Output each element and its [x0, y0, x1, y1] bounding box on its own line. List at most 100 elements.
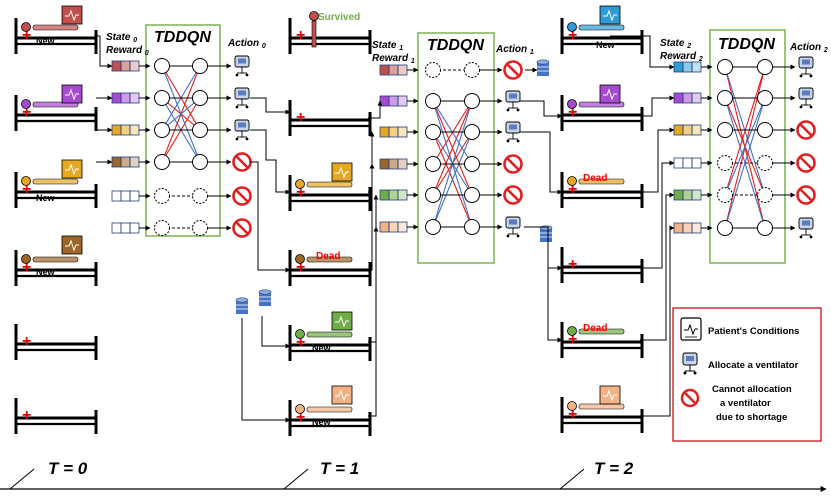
tddqn-network-1: [417, 32, 495, 264]
cannot-legend-icon: [680, 388, 700, 408]
legend-cannot-3: due to shortage: [716, 412, 787, 423]
connector-11: [368, 163, 375, 271]
patient-monitor-3-trace: [65, 239, 79, 252]
ventilator-icon-0-2: [234, 119, 250, 141]
action-label-0: Action: [227, 38, 259, 49]
action-sub-1: 1: [530, 49, 534, 56]
ventilator-icon-2-1-wheel-l: [799, 105, 803, 109]
hospital-bed-6-cross: +: [296, 27, 305, 44]
network-title-2: TDDQN: [718, 36, 775, 53]
state-cell-1-1-0: [379, 95, 390, 107]
hospital-bed-1: +: [14, 95, 98, 131]
conditions-icon: [680, 317, 702, 341]
state-cell-2-5-0: [673, 222, 684, 234]
state-sub-1: 1: [399, 45, 403, 52]
legend: Patient's Conditions Allocate a ventilat…: [672, 307, 822, 442]
action-label-2: Action: [789, 42, 821, 53]
ventilator-icon-2-5: [798, 217, 814, 239]
forbid-icon-1-4: [503, 185, 523, 205]
ventilator-icon-2-0-wheel-r: [809, 74, 813, 78]
new-label-0-0: New: [36, 36, 56, 46]
oxygen-cylinder-2-top: [536, 59, 550, 65]
hospital-bed-16-cross: +: [568, 331, 577, 348]
state-cell-0-3-2: [129, 156, 140, 168]
state-cell-1-0-0: [379, 64, 390, 76]
oxygen-cylinder-2-body: [537, 62, 549, 76]
state-cell-0-1-1: [120, 92, 131, 104]
stage-header-2: State 2 Reward 2 Action 2: [660, 38, 828, 63]
input-node-2-0: [717, 59, 733, 75]
input-node-2-2: [717, 122, 733, 138]
hospital-bed-10-cross: +: [296, 334, 305, 351]
timeline-label-1: T = 1: [320, 459, 359, 478]
ventilator-icon-0-1-screen: [238, 90, 246, 96]
input-node-2-3: [717, 155, 733, 171]
dead-label-1: Dead: [316, 251, 340, 262]
hospital-bed-10-patient-head: [295, 329, 305, 339]
oxygen-cylinder-2: [536, 59, 550, 76]
forbid-icon-2-2: [796, 120, 816, 140]
hospital-bed-2: +: [14, 172, 98, 208]
forbid-icon-0-5-bar: [235, 221, 249, 235]
ventilator-icon-0-1-wheel-r: [245, 105, 249, 109]
hospital-bed-11-patient-head: [295, 404, 305, 414]
state-sub-2: 2: [686, 43, 691, 50]
hospital-bed-12: +: [560, 18, 644, 54]
connector-13: [368, 226, 379, 417]
ventilator-icon-0-1-wheel-l: [235, 105, 239, 109]
svg-text:Reward 0: Reward 0: [106, 45, 149, 57]
forbid-icon-1-0: [503, 60, 523, 80]
state-cell-0-1-2: [129, 92, 140, 104]
state-cell-2-1-1: [682, 92, 693, 104]
state-cell-1-5-1: [388, 221, 399, 233]
ventilator-icon-0-0-wheel-l: [235, 73, 239, 77]
patient-monitor-6-trace: [335, 389, 349, 402]
input-node-2-5: [717, 220, 733, 236]
state-sub-0: 0: [133, 37, 137, 44]
ventilator-icon-2-0: [798, 56, 814, 78]
hospital-bed-8: +: [288, 175, 372, 211]
hospital-bed-4-cross: +: [22, 333, 31, 350]
reward-sub-2: 2: [698, 56, 703, 63]
patient-monitor-3: [61, 235, 83, 255]
state-cell-1-4-0: [379, 189, 390, 201]
hospital-bed-14-patient-body: [578, 178, 625, 185]
input-node-0-4: [154, 188, 170, 204]
svg-text:State 2: State 2: [660, 38, 691, 50]
stage-header-0: State 0 Reward 0 Action 0: [106, 32, 266, 57]
ventilator-icon-2-0-screen: [802, 59, 810, 65]
patient-monitor-7-trace: [603, 9, 617, 22]
forbid-icon-0-4: [232, 186, 252, 206]
ventilator-icon-0-2-wheel-l: [235, 137, 239, 141]
network-title-0: TDDQN: [154, 29, 211, 46]
state-cell-1-3-1: [388, 158, 399, 170]
hospital-bed-2-cross: +: [22, 181, 31, 198]
state-cell-2-4-1: [682, 189, 693, 201]
forbid-icon-2-2-bar: [799, 123, 813, 137]
ventilator-icon-1-5: [505, 216, 521, 238]
hospital-bed-4: +: [14, 324, 98, 360]
input-node-1-1: [425, 93, 441, 109]
state-cell-0-4-1: [120, 190, 131, 202]
output-node-2-3: [757, 155, 773, 171]
input-node-0-3: [154, 154, 170, 170]
state-cell-0-5-0: [111, 222, 122, 234]
state-label-0: State: [106, 32, 131, 43]
state-cell-0-3-1: [120, 156, 131, 168]
hospital-bed-13-patient-head: [567, 99, 577, 109]
hospital-bed-13-cross: +: [568, 104, 577, 121]
patient-monitor-4: [331, 162, 353, 182]
hospital-bed-9: +: [288, 250, 372, 286]
state-label-2: State: [660, 38, 685, 49]
hospital-bed-2-patient-body: [32, 178, 79, 185]
oxygen-cylinder-3: [539, 225, 553, 242]
reward-label-2: Reward: [660, 51, 697, 62]
input-node-1-3: [425, 156, 441, 172]
state-cell-1-2-1: [388, 126, 399, 138]
actions-layer: [207, 55, 816, 239]
forbid-icon-1-3-bar: [506, 157, 520, 171]
state-cell-2-4-0: [673, 189, 684, 201]
state-cell-1-1-1: [388, 95, 399, 107]
ventilator-icon-2-1: [798, 87, 814, 109]
network-title-1: TDDQN: [427, 37, 484, 54]
